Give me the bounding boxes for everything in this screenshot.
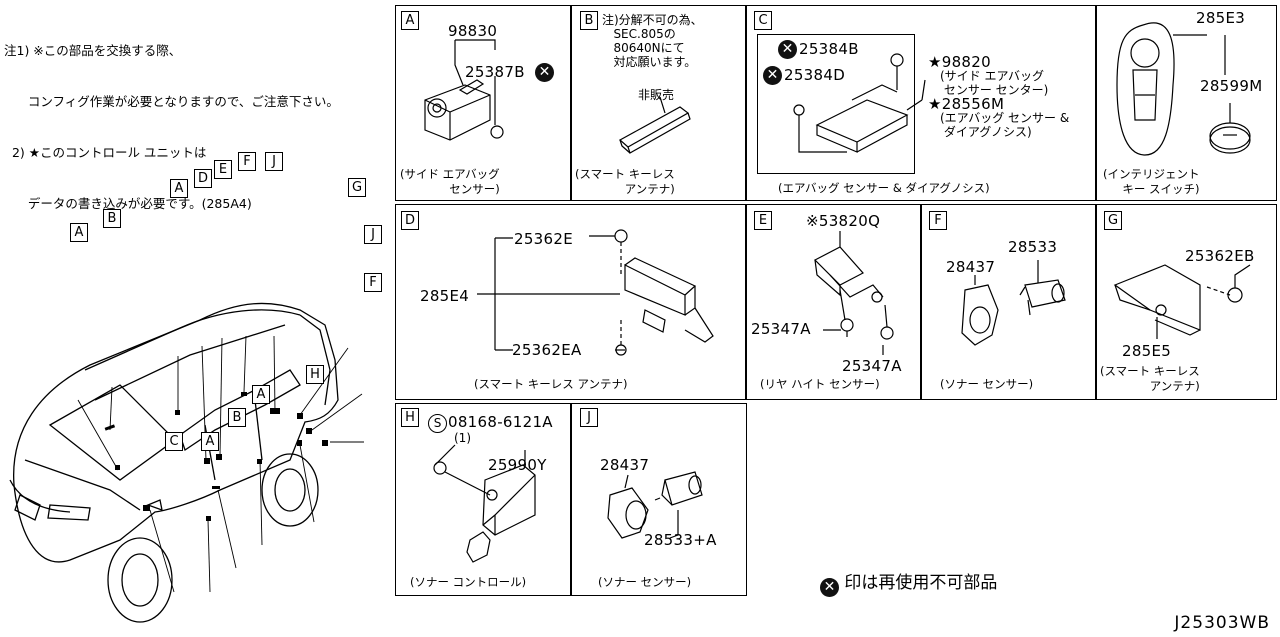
panel-c-sub2: (エアバッグ センサー & ダイアグノシス) [940,111,1070,139]
panel-k-caption: (インテリジェント キー スイッチ) [1103,167,1200,196]
panel-k-frame [1095,5,1277,201]
panel-g-caption: (スマート キーレス アンテナ) [1100,364,1200,393]
non-reusable-legend-icon: ✕ [820,578,839,597]
keyless-antenna-drawing [618,96,691,154]
panel-c-frame [745,5,1097,201]
panel-h-caption: (ソナー コントロール) [410,575,527,589]
panel-h-letter: H [401,408,419,427]
part-qty: (1) [454,431,471,445]
car-label-a3: A [252,385,270,404]
part-28599m: 28599M [1200,77,1263,95]
non-reusable-icon-c2: ✕ [763,66,782,85]
car-label-b2: B [228,408,246,427]
car-label-a2: A [170,179,188,198]
non-reusable-icon-c1: ✕ [778,40,797,59]
car-label-a1: A [70,223,88,242]
car-label-b1: B [103,209,121,228]
panel-d-caption: (スマート キーレス アンテナ) [474,377,628,391]
panel-d-letter: D [401,211,419,230]
panel-f-letter: F [929,211,947,230]
airbag-module-drawing [793,53,926,153]
panel-a-frame [395,5,572,201]
panel-c-letter: C [754,11,772,30]
car-label-f1: F [238,152,256,171]
panel-d-frame [395,204,747,400]
part-25384b: 25384B [799,40,859,58]
panel-g-frame [1095,204,1277,400]
panel-e-letter: E [754,211,772,230]
keyless-antenna-d-drawing [477,229,714,356]
diagram-code: J25303WB [1174,613,1270,633]
car-label-j2: J [364,225,382,244]
panel-e-caption: (リヤ ハイト センサー) [760,377,880,391]
legend-text: 印は再使用不可部品 [844,573,998,593]
note-1: 注1) ※この部品を交換する際、 [4,43,182,58]
panel-b-note: 注)分解不可の為、 SEC.805の 80640Nにて 対応願います。 [602,13,703,69]
note-2: 2) ★このコントロール ユニットは [4,145,207,160]
car-label-g: G [348,178,366,197]
vehicle-diagram [9,302,364,623]
car-label-e: E [214,160,232,179]
intelligent-key-drawing [1116,22,1251,156]
part-25384d: 25384D [784,66,846,84]
panel-f-frame [920,204,1097,400]
part-285e4: 285E4 [420,287,470,305]
part-98820: ★98820 [928,53,991,71]
note-2b: データの書き込みが必要です。(285A4) [4,196,252,211]
standard-part-icon: S [428,414,447,433]
panel-j-frame [570,403,747,596]
keyless-antenna-g-drawing [1113,264,1251,339]
panel-c-sub1: (サイド エアバッグ センサー センター) [940,69,1049,97]
panel-j-caption: (ソナー センサー) [598,575,692,589]
panel-b-nonsale: 非販売 [638,88,675,102]
panel-g-letter: G [1104,211,1122,230]
car-label-h: H [306,365,324,384]
panel-f-caption: (ソナー センサー) [940,377,1034,391]
part-28437-j: 28437 [600,456,650,474]
note-1b: コンフィグ作業が必要となりますので、ご注意下さい。 [4,94,339,109]
part-28437-f: 28437 [946,258,996,276]
panel-a-caption: (サイド エアバッグ センサー) [400,167,500,196]
non-reusable-icon: ✕ [535,63,554,82]
part-25362ea: 25362EA [512,341,582,359]
part-285e3: 285E3 [1196,9,1246,27]
car-label-a4: A [201,432,219,451]
car-label-j1: J [265,152,283,171]
part-98830: 98830 [448,22,498,40]
panel-j-letter: J [580,408,598,427]
part-28533-f: 28533 [1008,238,1058,256]
part-08168-6121a: 08168-6121A [448,413,553,431]
panel-c-caption: (エアバッグ センサー & ダイアグノシス) [778,181,990,195]
part-25347a-2: 25347A [842,357,902,375]
part-28556m: ★28556M [928,95,1005,113]
panel-b-caption: (スマート キーレス アンテナ) [575,167,675,196]
part-285e5: 285E5 [1122,342,1172,360]
height-sensor-drawing [813,231,894,355]
car-label-d: D [194,169,212,188]
car-label-c: C [165,432,183,451]
panel-c-inner-frame [757,34,915,174]
part-28533a-j: 28533+A [644,531,717,549]
panel-b-frame [570,5,747,201]
notes: 注1) ※この部品を交換する際、 コンフィグ作業が必要となりますので、ご注意下さ… [4,8,339,229]
part-25990y: 25990Y [488,456,547,474]
panel-e-frame [745,204,922,400]
sonar-sensor-f-drawing [961,260,1066,346]
panel-b-letter: B [580,11,598,30]
airbag-sensor-drawing [424,39,504,141]
part-25347a-1: 25347A [751,320,811,338]
sonar-control-drawing [433,444,536,563]
legend: ✕ 印は再使用不可部品 [820,568,997,597]
panel-h-frame [395,403,572,596]
sonar-sensor-j-drawing [607,471,703,539]
part-25387b: 25387B [465,63,525,81]
part-53820q: ※53820Q [806,212,881,230]
part-25362e: 25362E [514,230,573,248]
car-label-f2: F [364,273,382,292]
panel-a-letter: A [401,11,419,30]
part-25362eb: 25362EB [1185,247,1255,265]
